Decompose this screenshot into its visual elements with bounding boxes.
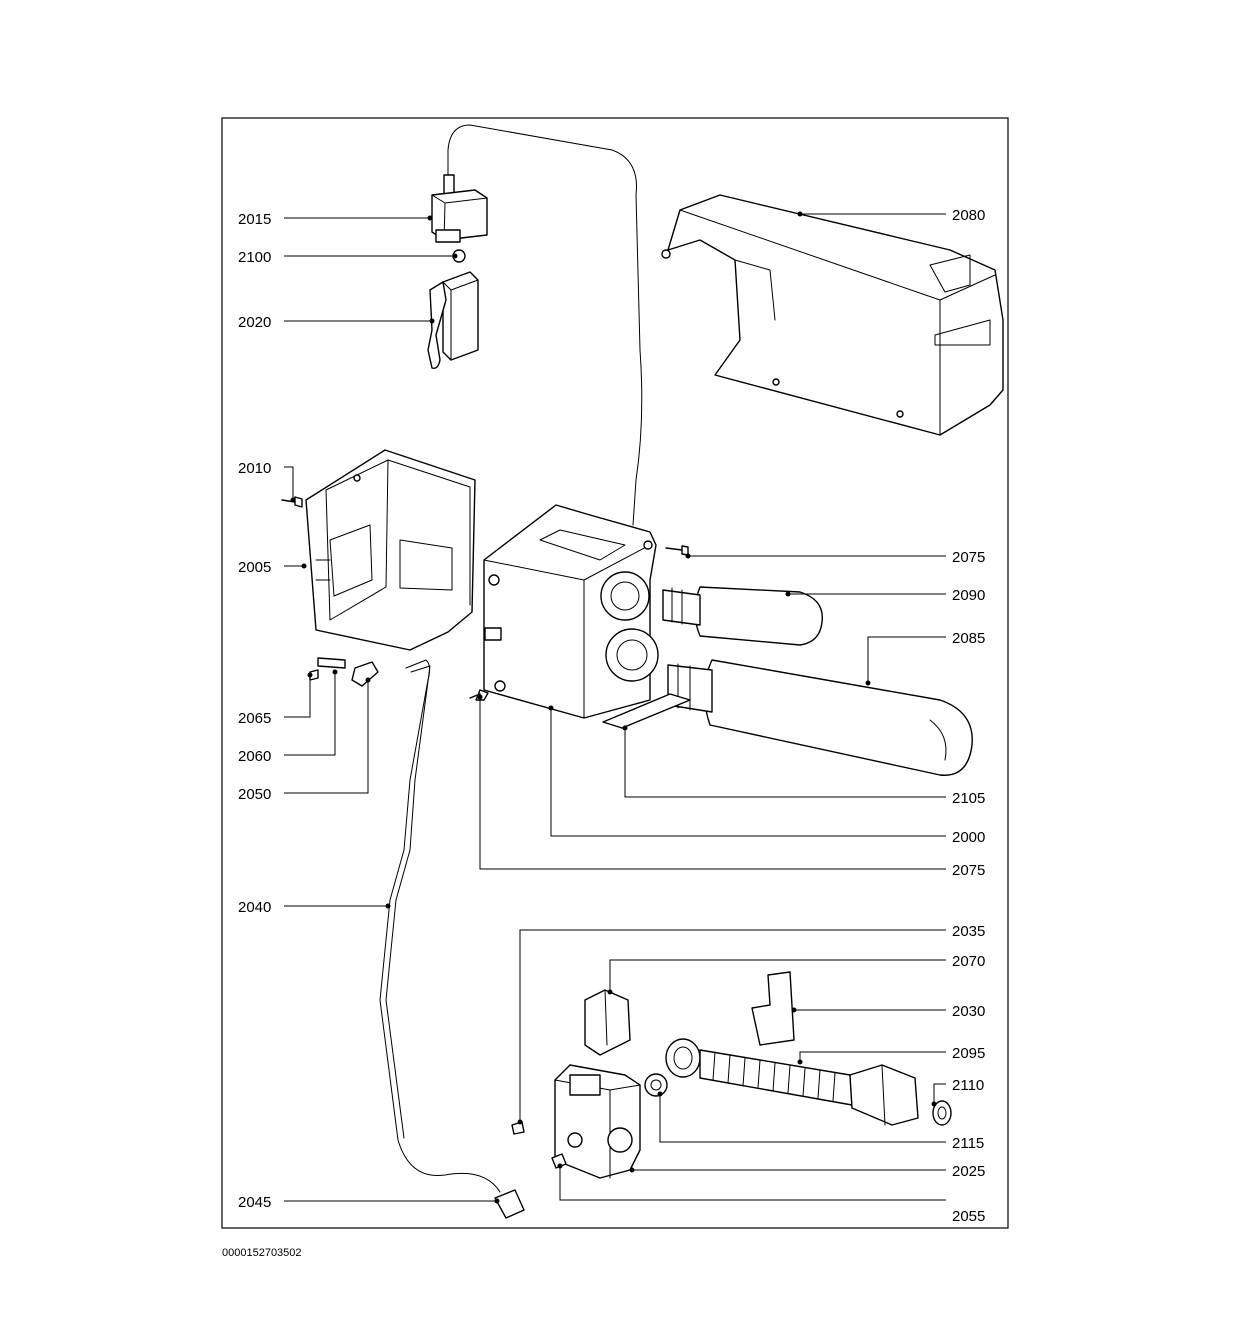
part-2030-clip	[751, 971, 795, 1046]
label-2105: 2105	[952, 790, 985, 807]
label-2030: 2030	[952, 1003, 985, 1020]
callout-leaders	[284, 213, 946, 1202]
part-2005-housing	[305, 449, 476, 651]
leader-2050	[284, 680, 369, 794]
label-2050: 2050	[238, 786, 271, 803]
label-2085: 2085	[952, 630, 985, 647]
label-2075-upper: 2075	[952, 549, 985, 566]
part-2115-washer	[644, 1073, 668, 1097]
part-2045-cap	[494, 1189, 525, 1219]
part-2075-screw-upper	[665, 545, 689, 556]
label-2025: 2025	[952, 1163, 985, 1180]
part-2110-nut	[932, 1100, 952, 1126]
label-2100: 2100	[238, 249, 271, 266]
callout-dots	[290, 211, 937, 1204]
label-2110: 2110	[952, 1077, 984, 1094]
leader-2065	[284, 675, 311, 718]
label-2060: 2060	[238, 748, 271, 765]
label-2090: 2090	[952, 587, 985, 604]
part-2020-lever	[427, 271, 479, 370]
label-2045: 2045	[238, 1194, 271, 1211]
leader-2035	[519, 929, 946, 1122]
leader-2055	[559, 1166, 946, 1201]
label-2055: 2055	[952, 1208, 985, 1225]
leader-2000	[550, 708, 946, 837]
label-2075-lower: 2075	[952, 862, 985, 879]
part-2095-hose	[665, 1038, 919, 1126]
leader-2060	[284, 672, 336, 756]
label-2080: 2080	[952, 207, 985, 224]
part-2035-screw	[511, 1121, 525, 1135]
label-2000: 2000	[952, 829, 985, 846]
label-2035: 2035	[952, 923, 985, 940]
leader-2010	[284, 466, 294, 500]
label-2095: 2095	[952, 1045, 985, 1062]
leader-2070	[609, 959, 946, 992]
label-2040: 2040	[238, 899, 271, 916]
part-2055-clip	[551, 1153, 567, 1169]
part-2015-switch	[431, 124, 643, 526]
callout-labels: 2015 2100 2020 2010 2005 2065 2060 2050 …	[238, 207, 985, 1225]
part-2105-label	[602, 693, 691, 729]
leader-2110	[933, 1083, 946, 1104]
part-2090-cylinder-small	[662, 586, 824, 646]
part-2080-bracket	[661, 194, 1004, 436]
part-2040-tube	[379, 659, 501, 1193]
part-2085-cylinder-large	[667, 659, 973, 776]
label-2065: 2065	[238, 710, 271, 727]
label-2010: 2010	[238, 460, 271, 477]
leader-2095	[799, 1051, 946, 1062]
leader-2115	[659, 1094, 946, 1143]
diagram-frame	[221, 117, 1009, 1229]
part-2050-2060-2065-fittings	[309, 657, 379, 687]
label-2020: 2020	[238, 314, 271, 331]
leader-2085	[867, 636, 946, 683]
part-2000-valve-block	[483, 504, 659, 719]
label-2115: 2115	[952, 1135, 984, 1152]
label-2005: 2005	[238, 559, 271, 576]
document-id: 0000152703502	[222, 1247, 302, 1259]
leader-2105	[624, 728, 946, 798]
label-2070: 2070	[952, 953, 985, 970]
leader-2075-lower	[479, 697, 946, 870]
part-2025-solenoid-valve	[554, 1064, 641, 1179]
label-2015: 2015	[238, 211, 271, 228]
part-2070-cover	[584, 989, 631, 1056]
